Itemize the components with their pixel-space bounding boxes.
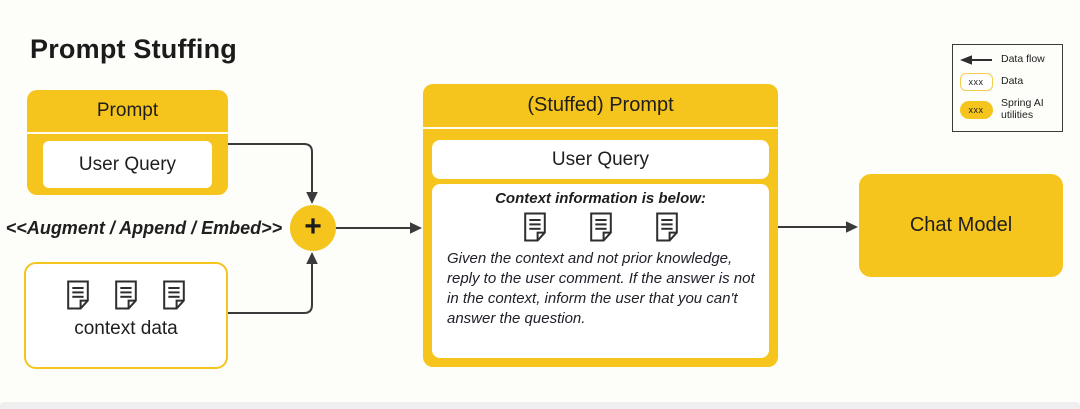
document-icon — [655, 212, 678, 242]
legend-label: Data flow — [1001, 53, 1045, 66]
legend-row-spring-ai: xxx Spring AI utilities — [959, 97, 1062, 121]
data-chip-icon: xxx — [959, 73, 993, 91]
arrowhead-up — [306, 252, 318, 264]
arrowhead-down — [306, 192, 318, 204]
document-icon — [589, 212, 612, 242]
stuffed-user-query-chip: User Query — [432, 140, 769, 179]
plus-icon: + — [304, 210, 322, 243]
prompt-node-title: Prompt — [96, 100, 159, 121]
context-heading: Context information is below: — [495, 190, 706, 207]
document-icon — [115, 280, 137, 310]
prompt-node: Prompt User Query — [27, 90, 228, 195]
stuffed-prompt-title: (Stuffed) Prompt — [527, 94, 674, 116]
arrow-left-icon — [959, 54, 993, 66]
document-icon — [163, 280, 185, 310]
header-divider — [423, 127, 778, 129]
augment-append-embed-label: <<Augment / Append / Embed>> — [5, 218, 283, 238]
stuffed-prompt-node: (Stuffed) Prompt User Query Context info… — [423, 84, 778, 367]
arrowhead-right — [410, 222, 422, 234]
legend-label: Data — [1001, 75, 1024, 88]
merge-plus-node: + — [290, 205, 336, 251]
arrow-prompt-to-plus — [228, 143, 313, 193]
legend: Data flow xxx Data xxx Spring AI utiliti… — [952, 44, 1063, 132]
document-icon — [523, 212, 546, 242]
stuffed-context-panel: Context information is below: — [432, 184, 769, 358]
prompt-user-query-chip: User Query — [43, 141, 212, 188]
legend-row-data-flow: Data flow — [959, 54, 1062, 66]
arrowhead-right — [846, 221, 858, 233]
legend-label: Spring AI utilities — [1001, 97, 1044, 121]
context-data-node: context data — [24, 262, 228, 369]
document-icon-row — [26, 280, 226, 310]
chat-model-node: Chat Model — [859, 174, 1063, 277]
arrow-context-to-plus — [228, 263, 313, 314]
instruction-text: Given the context and not prior knowledg… — [447, 250, 755, 327]
spring-ai-chip-icon: xxx — [959, 100, 993, 119]
footer-bar — [0, 402, 1080, 409]
document-icon-row — [432, 212, 769, 242]
page-title: Prompt Stuffing — [30, 34, 237, 64]
legend-row-data: xxx Data — [959, 73, 1062, 91]
context-data-label: context data — [74, 318, 178, 339]
document-icon — [67, 280, 89, 310]
header-divider — [27, 132, 228, 134]
